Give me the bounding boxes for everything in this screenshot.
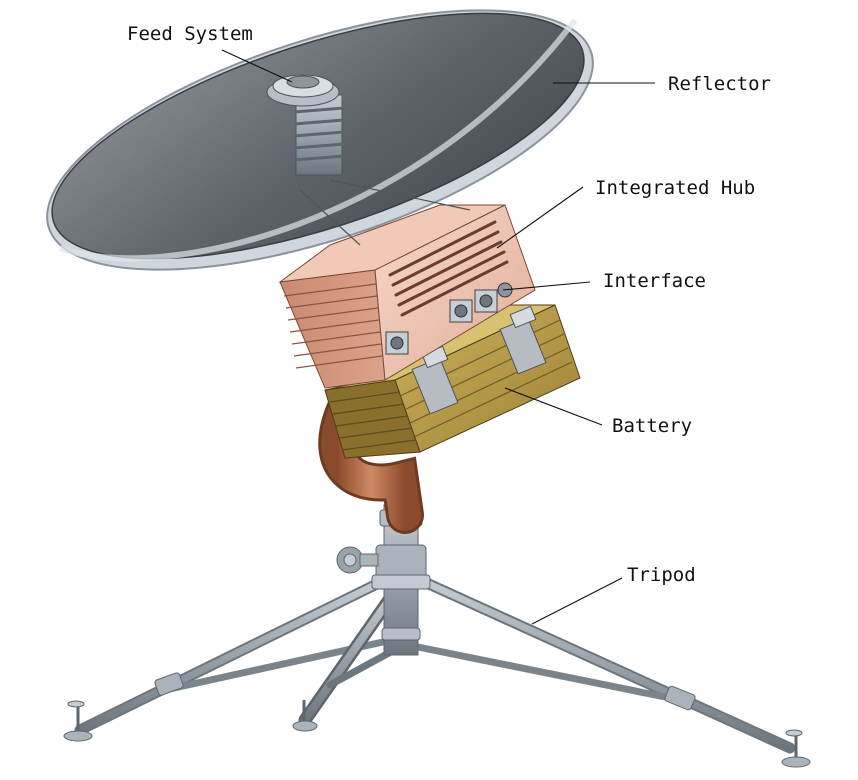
leader-battery bbox=[504, 387, 603, 426]
battery-latch-right bbox=[499, 305, 547, 375]
interface-connectors bbox=[385, 282, 513, 355]
tripod bbox=[63, 504, 811, 768]
leader-interface bbox=[502, 281, 591, 291]
leader-integrated-hub bbox=[496, 186, 584, 249]
leader-tripod bbox=[531, 577, 623, 625]
tripod-leg-right bbox=[404, 574, 811, 768]
label-battery: Battery bbox=[612, 415, 692, 437]
label-feed-system: Feed System bbox=[127, 23, 253, 45]
leader-feed-system bbox=[221, 49, 293, 83]
integrated-hub bbox=[278, 204, 536, 389]
label-tripod: Tripod bbox=[627, 564, 696, 586]
tripod-leg-front bbox=[292, 583, 403, 732]
label-reflector: Reflector bbox=[668, 73, 771, 95]
label-integrated-hub: Integrated Hub bbox=[595, 177, 755, 199]
label-interface: Interface bbox=[603, 270, 706, 292]
